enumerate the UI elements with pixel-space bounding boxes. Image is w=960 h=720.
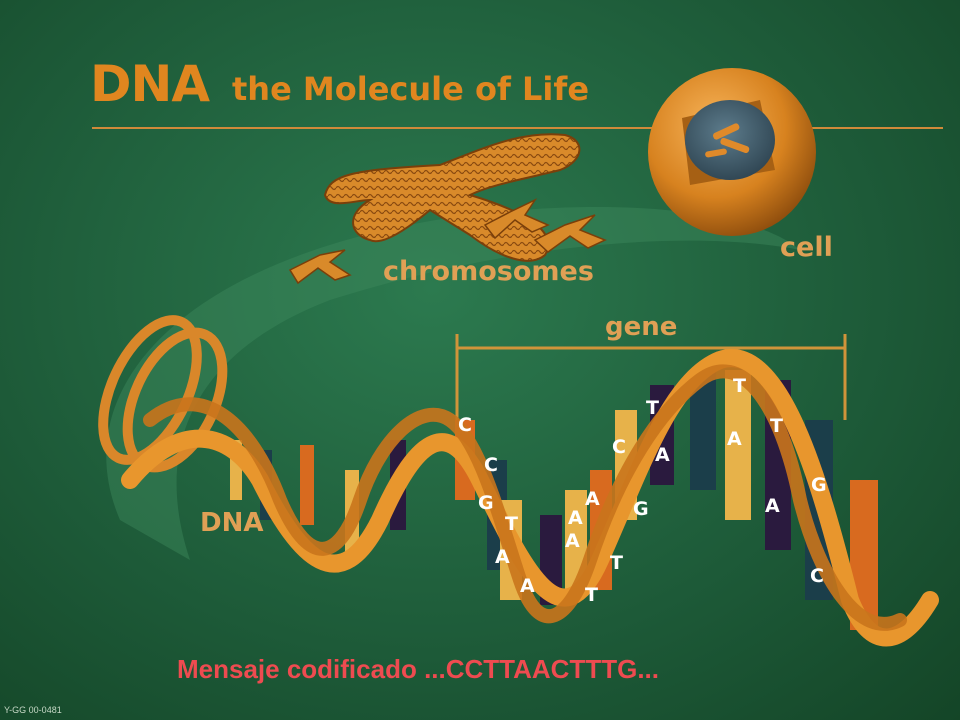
label-gene: gene: [605, 312, 678, 342]
base-letter: T: [505, 513, 518, 535]
title-subtitle: the Molecule of Life: [232, 70, 590, 108]
base-letter: C: [484, 454, 498, 476]
gene-bracket: [455, 334, 847, 420]
label-chromosomes: chromosomes: [383, 256, 594, 287]
base-letter: C: [810, 565, 824, 587]
base-letter: A: [520, 575, 535, 597]
base-letter: A: [585, 488, 600, 510]
base-letter: T: [610, 552, 623, 574]
base-letter: A: [565, 530, 580, 552]
base-letter: G: [633, 498, 649, 520]
base-letter: A: [568, 507, 583, 529]
base-letter: T: [646, 397, 659, 419]
label-dna: DNA: [200, 508, 264, 538]
base-letter: A: [655, 444, 670, 466]
chromosome-large: [323, 133, 581, 262]
base-letter: G: [811, 474, 827, 496]
base-letter: G: [478, 492, 494, 514]
base-pair-rungs: [230, 370, 878, 630]
dna-backbone: [121, 349, 939, 647]
chromosome-small: [288, 198, 607, 285]
swoosh-band: [106, 207, 801, 560]
base-letter: T: [585, 584, 598, 606]
base-letter: T: [733, 375, 746, 397]
base-letter: A: [765, 495, 780, 517]
base-letter: A: [495, 546, 510, 568]
base-letter: A: [727, 428, 742, 450]
figure-id: Y-GG 00-0481: [4, 705, 62, 715]
title-dna: DNA: [90, 55, 210, 113]
base-letter: T: [770, 415, 783, 437]
base-letter: C: [612, 436, 626, 458]
label-cell: cell: [780, 232, 833, 263]
base-letter: C: [458, 414, 472, 436]
coded-message: Mensaje codificado ...CCTTAACTTTG...: [177, 654, 659, 684]
cell-sphere: [648, 68, 816, 236]
